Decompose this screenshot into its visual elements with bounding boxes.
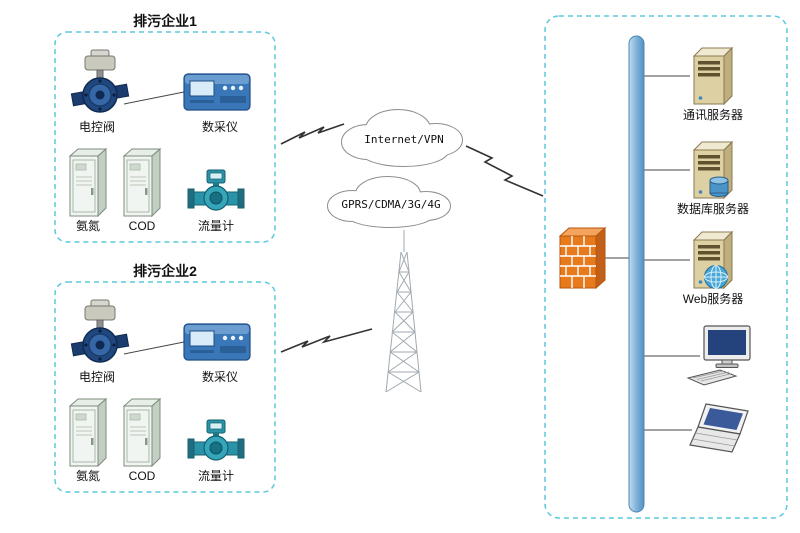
enterprise1-ammonia-label: 氨氮	[76, 218, 100, 233]
enterprise1-valve-label: 电控阀	[79, 120, 115, 134]
internet-vpn-label: Internet/VPN	[364, 133, 443, 146]
enterprise2-group: 排污企业2 电控阀 数采仪 氨氮 COD 流量计	[54, 263, 276, 493]
gprs-cloud: GPRS/CDMA/3G/4G	[327, 176, 451, 228]
comm-server-icon	[693, 47, 733, 105]
enterprise2-valve-collector-link	[123, 341, 185, 355]
lightning-link-3	[280, 328, 373, 353]
comm-server-label: 通讯服务器	[683, 107, 743, 122]
web-server-label: Web服务器	[683, 291, 743, 306]
datacenter-border	[544, 15, 788, 519]
enterprise2-title: 排污企业2	[133, 263, 197, 279]
internet-vpn-cloud: Internet/VPN	[341, 109, 463, 167]
enterprise1-collector-label: 数采仪	[202, 119, 238, 134]
enterprise2-ammonia-label: 氨氮	[76, 468, 100, 483]
enterprise2-cod-analyzer-icon	[123, 398, 161, 467]
enterprise2-collector-label: 数采仪	[202, 369, 238, 384]
enterprise1-collector-icon	[183, 73, 251, 111]
enterprise2-cod-label: COD	[129, 469, 156, 483]
network-bus-bar	[628, 35, 645, 513]
enterprise1-cod-analyzer-icon	[123, 148, 161, 217]
enterprise2-ammonia-analyzer-icon	[69, 398, 107, 467]
enterprise2-valve-label: 电控阀	[79, 370, 115, 384]
enterprise1-cod-label: COD	[129, 219, 156, 233]
enterprise1-ammonia-analyzer-icon	[69, 148, 107, 217]
web-server-icon	[694, 232, 732, 289]
enterprise1-flowmeter-label: 流量计	[198, 219, 234, 233]
lightning-link-2	[465, 145, 544, 197]
radio-tower-icon	[385, 230, 422, 393]
enterprise1-group: 排污企业1 电控阀 数采仪 氨氮 COD 流量计	[54, 13, 276, 243]
database-server-label: 数据库服务器	[677, 201, 749, 216]
database-server-icon	[694, 142, 732, 198]
enterprise1-title: 排污企业1	[133, 13, 197, 29]
gprs-cloud-label: GPRS/CDMA/3G/4G	[341, 198, 440, 211]
enterprise2-valve-icon	[70, 299, 130, 363]
lightning-link-1	[280, 123, 345, 145]
enterprise1-valve-collector-link	[123, 91, 185, 105]
enterprise1-flowmeter-icon	[187, 169, 245, 211]
enterprise1-valve-icon	[70, 49, 130, 113]
enterprise2-flowmeter-icon	[187, 419, 245, 461]
enterprise2-border	[54, 281, 276, 493]
enterprise2-collector-icon	[183, 323, 251, 361]
laptop-icon	[689, 403, 749, 453]
enterprise1-border	[54, 31, 276, 243]
datacenter-group: 通讯服务器 数据库服务器 Web服务器	[544, 15, 788, 519]
desktop-computer-icon	[686, 325, 751, 386]
firewall-icon	[558, 226, 607, 290]
bus-link-lines	[605, 75, 700, 431]
enterprise2-flowmeter-label: 流量计	[198, 469, 234, 483]
